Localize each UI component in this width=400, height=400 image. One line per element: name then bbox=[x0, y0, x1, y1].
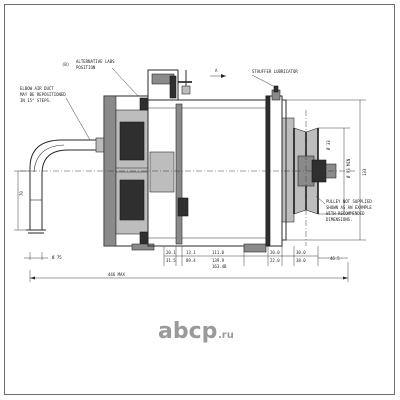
bottom-dimensions: Ø 75 20.1 31.5 13.1 89.4 111.0 139.9 163… bbox=[24, 246, 349, 282]
svg-text:20.0: 20.0 bbox=[270, 250, 280, 255]
svg-text:Ø 75: Ø 75 bbox=[52, 255, 62, 260]
elbow-air-duct bbox=[26, 137, 105, 234]
svg-text:.ru: .ru bbox=[218, 330, 234, 341]
svg-text:22.0: 22.0 bbox=[270, 258, 280, 263]
svg-text:abcp: abcp bbox=[158, 319, 217, 344]
svg-text:WITH RECOMMENDED: WITH RECOMMENDED bbox=[326, 211, 365, 216]
svg-text:446 MAX: 446 MAX bbox=[108, 272, 125, 277]
svg-text:30.0: 30.0 bbox=[296, 250, 306, 255]
callout-pulley: PULLEY NOT SUPPLIED SHOWN AS AN EXAMPLE … bbox=[315, 195, 372, 222]
svg-text:20.1: 20.1 bbox=[166, 250, 176, 255]
svg-text:A: A bbox=[215, 68, 218, 73]
svg-text:ELBOW AIR DUCT: ELBOW AIR DUCT bbox=[20, 86, 54, 91]
svg-text:133: 133 bbox=[362, 168, 367, 176]
svg-text:DIMENSIONS.: DIMENSIONS. bbox=[326, 217, 353, 222]
svg-text:IN 15° STEPS.: IN 15° STEPS. bbox=[20, 98, 51, 103]
terminal-block bbox=[147, 69, 192, 101]
callout-elbow: ELBOW AIR DUCT MAY BE REPOSITIONED IN 15… bbox=[20, 86, 91, 141]
callout-alt-labs: (B) ALTERNATIVE LABS POSITION bbox=[62, 59, 139, 97]
svg-text:Ø 33: Ø 33 bbox=[326, 140, 331, 150]
svg-text:PULLEY NOT SUPPLIED: PULLEY NOT SUPPLIED bbox=[326, 199, 372, 204]
svg-text:70: 70 bbox=[19, 191, 24, 196]
svg-text:38.0: 38.0 bbox=[296, 258, 306, 263]
svg-text:139.9: 139.9 bbox=[212, 258, 225, 263]
svg-text:Ø 93 MIN: Ø 93 MIN bbox=[346, 158, 351, 178]
svg-text:13.1: 13.1 bbox=[186, 250, 196, 255]
section-marker: A bbox=[210, 68, 226, 78]
svg-text:ALTERNATIVE LABS: ALTERNATIVE LABS bbox=[76, 59, 115, 64]
site-watermark: abcp .ru bbox=[158, 319, 234, 344]
svg-text:POSITION: POSITION bbox=[76, 65, 96, 70]
svg-text:46.5: 46.5 bbox=[330, 256, 340, 261]
svg-text:89.4: 89.4 bbox=[186, 258, 196, 263]
svg-text:(B): (B) bbox=[62, 62, 69, 67]
svg-text:111.0: 111.0 bbox=[212, 250, 225, 255]
svg-text:STAUFFER LUBRICATOR: STAUFFER LUBRICATOR bbox=[252, 69, 298, 74]
callout-lubricator: STAUFFER LUBRICATOR bbox=[251, 69, 298, 89]
right-dimensions: Ø 93 MIN 133 Ø 33 bbox=[282, 99, 367, 241]
drawing-frame bbox=[4, 4, 395, 395]
svg-text:SHOWN AS AN EXAMPLE: SHOWN AS AN EXAMPLE bbox=[326, 205, 372, 210]
rear-bracket bbox=[265, 85, 295, 247]
front-bracket bbox=[103, 95, 155, 251]
left-dimension: 70 bbox=[14, 170, 30, 231]
svg-text:163.4B: 163.4B bbox=[212, 264, 227, 269]
stator-housing bbox=[147, 99, 267, 253]
svg-text:31.5: 31.5 bbox=[166, 258, 176, 263]
svg-text:MAY BE REPOSITIONED: MAY BE REPOSITIONED bbox=[20, 92, 66, 97]
